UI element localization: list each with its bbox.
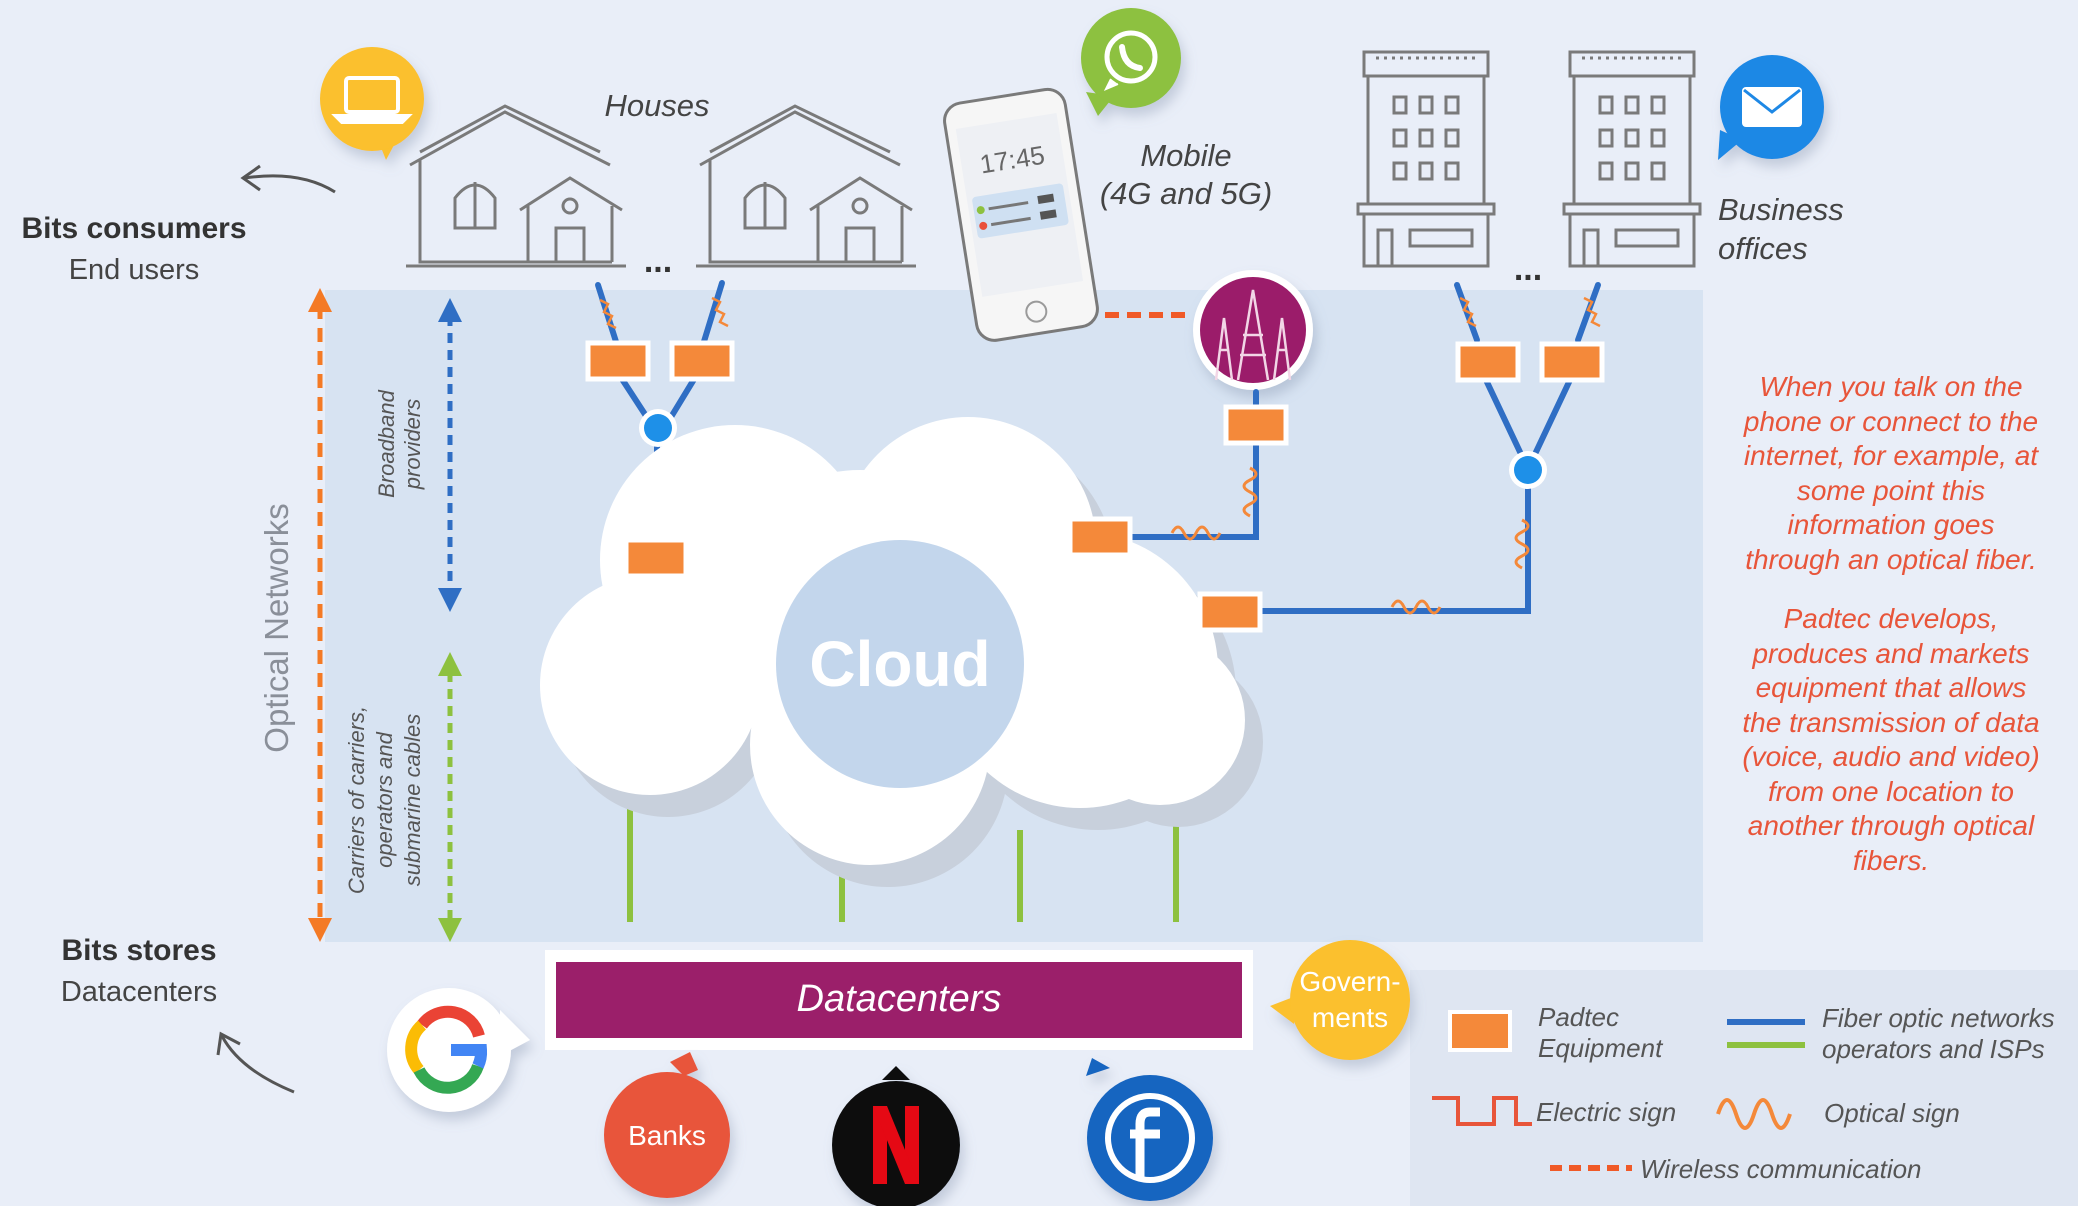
laptop-bubble xyxy=(320,47,424,160)
fiber-junction xyxy=(1509,451,1547,489)
end-users-label: End users xyxy=(69,254,200,286)
business-label-line2: offices xyxy=(1718,231,1808,266)
laptop-icon xyxy=(331,76,413,124)
google-bubble xyxy=(387,988,530,1112)
governments-label-line1: Govern- xyxy=(1299,966,1400,997)
office-building-icon xyxy=(1356,50,1496,268)
cell-tower-badge xyxy=(1193,270,1313,390)
business-label-line1: Business xyxy=(1718,192,1844,227)
cloud-core xyxy=(776,540,1024,788)
svg-text:submarine cables: submarine cables xyxy=(400,714,425,886)
google-icon xyxy=(405,1005,488,1094)
legend-padtec-line2: Equipment xyxy=(1538,1033,1664,1063)
carriers-arrow xyxy=(438,652,462,942)
governments-label-line2: ments xyxy=(1312,1002,1388,1033)
cell-tower-icon xyxy=(1214,289,1292,381)
consumers-pointer-arrow xyxy=(240,164,336,194)
svg-text:providers: providers xyxy=(400,399,425,490)
padtec-equipment-boxes xyxy=(585,340,1605,633)
cloud-label: Cloud xyxy=(809,628,990,700)
broadband-arrow xyxy=(438,298,462,612)
office-building-icon xyxy=(1562,50,1702,268)
legend-electric-swatch xyxy=(1432,1096,1532,1126)
legend-wireless-label: Wireless communication xyxy=(1640,1154,1922,1184)
whatsapp-bubble xyxy=(1081,8,1181,116)
svg-text:Broadband: Broadband xyxy=(374,389,399,497)
houses-ellipsis: ... xyxy=(644,242,672,280)
business-ellipsis: ... xyxy=(1514,250,1542,288)
house-icon xyxy=(406,104,626,268)
mobile-label-line1: Mobile xyxy=(1140,138,1231,173)
legend-optical-swatch xyxy=(1716,1098,1792,1130)
smartphone-icon: 17:45 xyxy=(943,87,1099,342)
carriers-label: Carriers of carriers, operators and subm… xyxy=(344,706,425,894)
houses-label: Houses xyxy=(604,88,709,123)
optical-networks-arrow xyxy=(308,288,332,942)
datacenters-label: Datacenters xyxy=(797,978,1002,1020)
broadband-providers-label: Broadband providers xyxy=(374,389,425,497)
optical-networks-label: Optical Networks xyxy=(258,503,295,752)
legend-electric-label: Electric sign xyxy=(1536,1097,1676,1127)
note-padtec: Padtec develops, produces and markets eq… xyxy=(1742,603,2040,876)
legend-panel xyxy=(1410,970,2078,1206)
stores-pointer-arrow xyxy=(216,1031,295,1094)
house-icon xyxy=(696,104,916,268)
legend-padtec-line1: Padtec xyxy=(1538,1002,1619,1032)
electric-sign-markers xyxy=(599,296,1601,330)
governments-bubble xyxy=(1270,940,1410,1060)
whatsapp-icon xyxy=(1103,30,1158,91)
netflix-icon xyxy=(873,1106,919,1184)
svg-text:operators and: operators and xyxy=(372,731,397,868)
legend-fiber-line1: Fiber optic networks xyxy=(1822,1003,2055,1033)
svg-text:Carriers of carriers,: Carriers of carriers, xyxy=(344,706,369,894)
bits-stores-title: Bits stores xyxy=(61,934,216,967)
bits-consumers-title: Bits consumers xyxy=(21,212,246,245)
banks-bubble xyxy=(604,1052,730,1198)
envelope-icon xyxy=(1742,87,1802,127)
legend-fiber-line2: operators and ISPs xyxy=(1822,1034,2045,1064)
mobile-label-line2: (4G and 5G) xyxy=(1100,176,1272,211)
legend-padtec-swatch xyxy=(1448,1010,1512,1052)
datacenters-bar xyxy=(556,962,1242,1038)
facebook-icon xyxy=(1105,1093,1195,1183)
note-optical-fiber: When you talk on the phone or connect to… xyxy=(1743,371,2039,575)
legend-optical-label: Optical sign xyxy=(1824,1098,1960,1128)
datacenters-side-label: Datacenters xyxy=(61,976,217,1008)
fiber-junction xyxy=(639,409,677,447)
banks-label: Banks xyxy=(628,1120,706,1151)
